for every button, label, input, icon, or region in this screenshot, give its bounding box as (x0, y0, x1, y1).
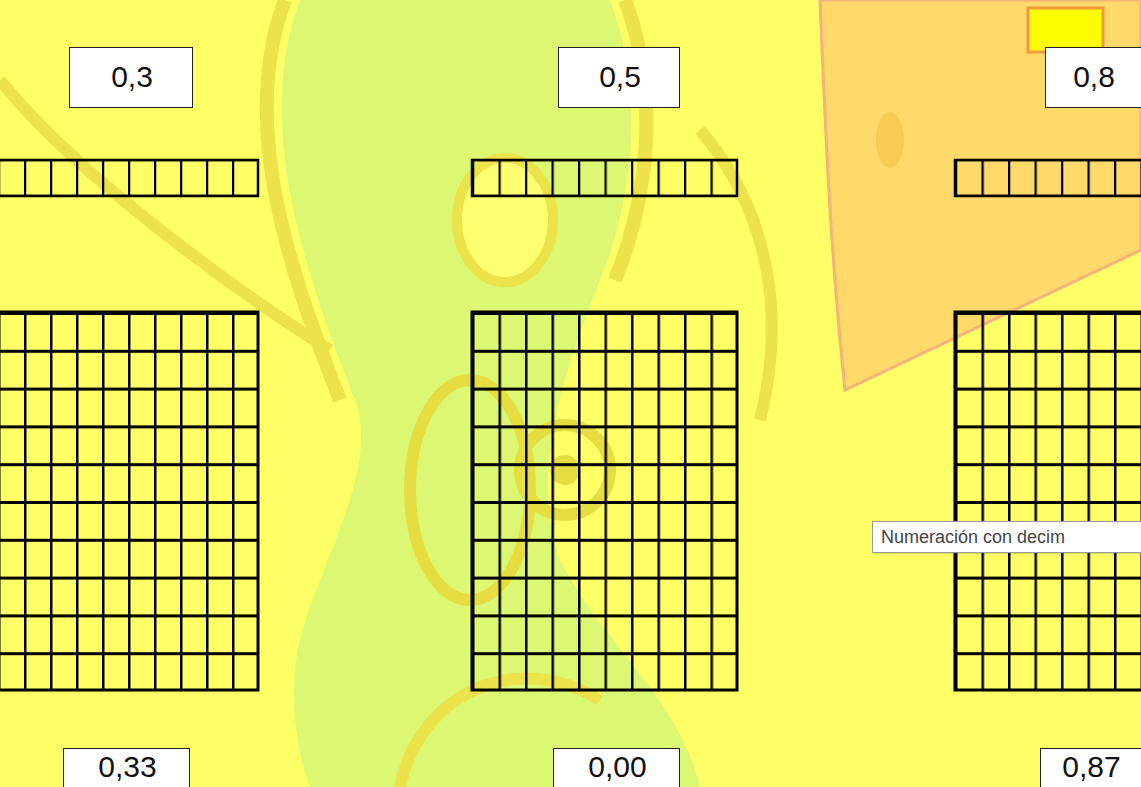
hundredths-grid-border (472, 312, 737, 690)
blob-outline (615, 0, 646, 280)
tenths-strip-border (472, 160, 737, 196)
tenths-strip (472, 160, 737, 196)
tenths-strip (0, 160, 258, 196)
hundredths-grid (0, 312, 258, 690)
tenths-strip-border (0, 160, 258, 196)
tooltip-box: Numeración con decim (872, 521, 1141, 553)
yellow-stroke (0, 80, 330, 350)
answer-box: 0,00 (553, 748, 680, 787)
tenths-strip-border (955, 160, 1141, 196)
hundredths-grid (955, 312, 1141, 690)
decimal-number: 0,87 (1041, 750, 1141, 784)
decimal-number: 0,5 (559, 60, 681, 94)
hundredths-grid (472, 312, 737, 690)
decimal-number: 0,33 (64, 750, 191, 784)
yellow-marker (1028, 8, 1103, 52)
value-box: 0,3 (69, 47, 193, 108)
hundredths-grid-border (955, 312, 1141, 690)
decimal-number: 0,3 (70, 60, 194, 94)
hundredths-grid-border (0, 312, 258, 690)
decimal-number: 0,8 (1046, 60, 1141, 94)
orange-spot (876, 112, 904, 168)
tooltip-text: Numeración con decim (873, 522, 1141, 548)
tenths-strip (955, 160, 1141, 196)
decimal-number: 0,00 (554, 750, 681, 784)
value-box: 0,5 (558, 47, 680, 108)
answer-box: 0,87 (1040, 748, 1141, 787)
answer-box: 0,33 (63, 748, 190, 787)
value-box: 0,8 (1045, 47, 1141, 108)
